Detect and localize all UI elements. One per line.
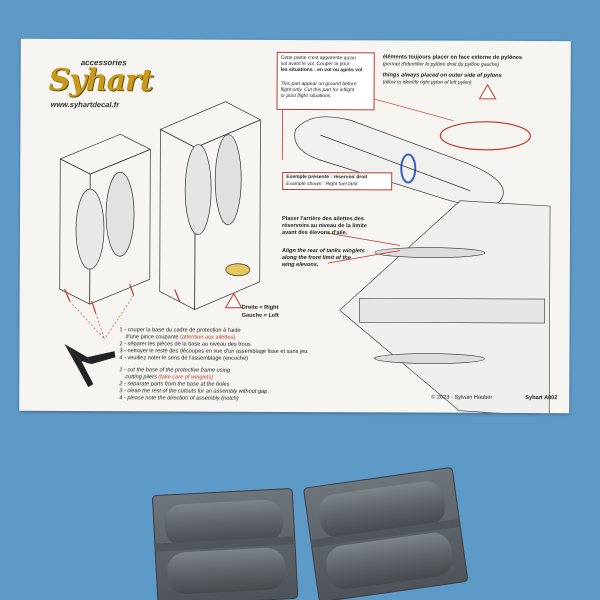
frame-drawing-left [59,133,152,314]
pliers-icon [64,343,116,388]
fuel-tank-drawing [294,116,504,207]
cut-guides [69,295,134,340]
frame-drawing-right [159,101,262,311]
aircraft-drawing [339,200,551,414]
pylon-zoom-circle [439,121,531,151]
resin-part-right [303,467,468,600]
instruction-sheet: accessories Syhart www.syhartdecal.fr Ce… [19,38,571,414]
resin-part-left [152,488,299,600]
warning-icon-pylon [478,83,497,100]
warning-icon [224,292,243,309]
sheet-drawings [59,83,551,414]
